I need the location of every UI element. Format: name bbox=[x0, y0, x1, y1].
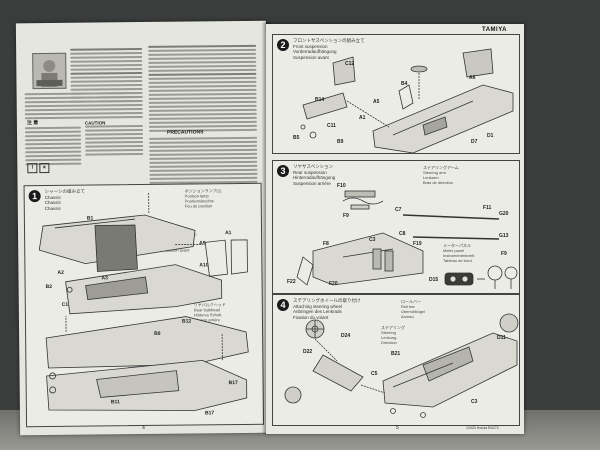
intro-text-en bbox=[148, 44, 257, 134]
part-label: F22 bbox=[287, 279, 296, 285]
step-4-number: 4 bbox=[277, 299, 289, 311]
page-number-right: 5 bbox=[396, 425, 399, 431]
page-number-left: 4 bbox=[142, 424, 145, 432]
page-footer: 12033 Honda RA272 bbox=[466, 426, 499, 430]
left-page: 注 意 CAUTION PRECAUTIONS ! × 1 シャーシの組み立て … bbox=[15, 20, 271, 436]
part-label: C5 bbox=[371, 371, 378, 377]
part-label: B11 bbox=[110, 399, 120, 406]
part-label: A2 bbox=[57, 269, 64, 276]
part-label: B9 bbox=[337, 139, 344, 145]
part-label: B5 bbox=[293, 135, 300, 141]
part-label: C12 bbox=[345, 61, 355, 67]
part-label: A6 bbox=[469, 75, 476, 81]
part-label: A10 bbox=[199, 262, 209, 269]
part-label: B2 bbox=[45, 283, 53, 291]
part-label: F19 bbox=[413, 241, 422, 247]
part-label: A3 bbox=[101, 275, 108, 282]
callout-meter-panel: メーターパネル Meter panel Instrumentenbrett Ta… bbox=[443, 243, 475, 263]
part-label: D7 bbox=[471, 139, 478, 145]
warning-sign-icon: ! bbox=[27, 163, 38, 174]
part-label: B8 bbox=[154, 330, 161, 337]
part-label: C11 bbox=[327, 123, 336, 129]
step-3-box: 3 リヤサスペンション Rear suspension Hinterradauf… bbox=[272, 160, 520, 294]
part-label: C8 bbox=[399, 231, 406, 237]
part-label: A5 bbox=[373, 99, 380, 105]
brand-logo: TAMIYA bbox=[482, 27, 508, 33]
step-3-number: 3 bbox=[277, 165, 289, 177]
front-suspension-drawing bbox=[300, 48, 514, 153]
part-label: A9 bbox=[199, 240, 206, 247]
part-label: B21 bbox=[391, 351, 401, 357]
step-4-title: ステアリングホイールの取り付け Attaching steering wheel… bbox=[293, 298, 361, 320]
part-label: C3 bbox=[471, 399, 478, 405]
rear-suspension-drawing bbox=[296, 190, 518, 289]
part-label: A1 bbox=[359, 115, 366, 121]
part-label: C1 bbox=[61, 301, 69, 308]
part-label: A1 bbox=[225, 230, 232, 237]
steering-wheel-drawing bbox=[284, 313, 519, 418]
step-2-title: フロントサスペンションの組み立て Front suspension Vorder… bbox=[293, 38, 365, 60]
part-label: B14 bbox=[315, 97, 325, 103]
callout-steering-arm: ステアリングアーム Steering arm Lenkarm Bras de d… bbox=[423, 165, 459, 185]
step-4-box: 4 ステアリングホイールの取り付け Attaching steering whe… bbox=[272, 294, 520, 426]
part-label: G20 bbox=[499, 211, 509, 217]
part-label: F10 bbox=[337, 183, 346, 189]
history-text bbox=[24, 91, 143, 121]
part-label: D1 bbox=[487, 133, 494, 139]
part-label: B17 bbox=[204, 410, 215, 417]
part-label: D15 bbox=[429, 277, 439, 283]
callout-steering: ステアリング Steering Lenkung Direction bbox=[381, 325, 405, 345]
part-label: B4 bbox=[401, 81, 408, 87]
chassis-assembly-drawing bbox=[38, 192, 249, 411]
part-label: F8 bbox=[323, 241, 329, 247]
step-3-title: リヤサスペンション Rear suspension Hinterradaufhä… bbox=[293, 164, 336, 186]
part-label: B17 bbox=[228, 380, 238, 387]
no-sign-icon: × bbox=[39, 162, 50, 174]
step-2-box: 2 フロントサスペンションの組み立て Front suspension Vord… bbox=[272, 34, 520, 154]
caution-en-text: CAUTION bbox=[84, 120, 144, 158]
part-label: D11 bbox=[497, 335, 506, 341]
caution-jp-heading: 注 意 bbox=[26, 120, 39, 127]
part-label: B1 bbox=[86, 215, 94, 222]
caution-heading: CAUTION bbox=[84, 120, 106, 126]
step-1-box: 1 シャーシの組み立て Chassis Chassis Chassis ポジショ… bbox=[23, 182, 265, 428]
part-label: B12 bbox=[181, 318, 192, 325]
part-label: C3 bbox=[369, 237, 376, 243]
caution-jp-text bbox=[24, 126, 82, 168]
part-label: D22 bbox=[303, 349, 313, 355]
part-label: F20 bbox=[329, 281, 338, 287]
step-2-number: 2 bbox=[277, 39, 289, 51]
callout-roll-bar: ロールバー Roll bar Überrollbügel Arceau bbox=[401, 299, 425, 319]
precautions-text bbox=[149, 136, 258, 186]
part-label: F9 bbox=[343, 213, 349, 219]
part-label: C7 bbox=[395, 207, 402, 213]
author-illustration bbox=[32, 52, 67, 90]
right-page: TAMIYA 2 フロントサスペンションの組み立て Front suspensi… bbox=[266, 24, 524, 434]
part-label: G13 bbox=[499, 233, 509, 239]
part-label: D24 bbox=[341, 333, 351, 339]
part-label: F9 bbox=[501, 251, 507, 257]
part-label: F11 bbox=[483, 205, 492, 211]
precautions-heading: PRECAUTIONS bbox=[166, 129, 204, 136]
